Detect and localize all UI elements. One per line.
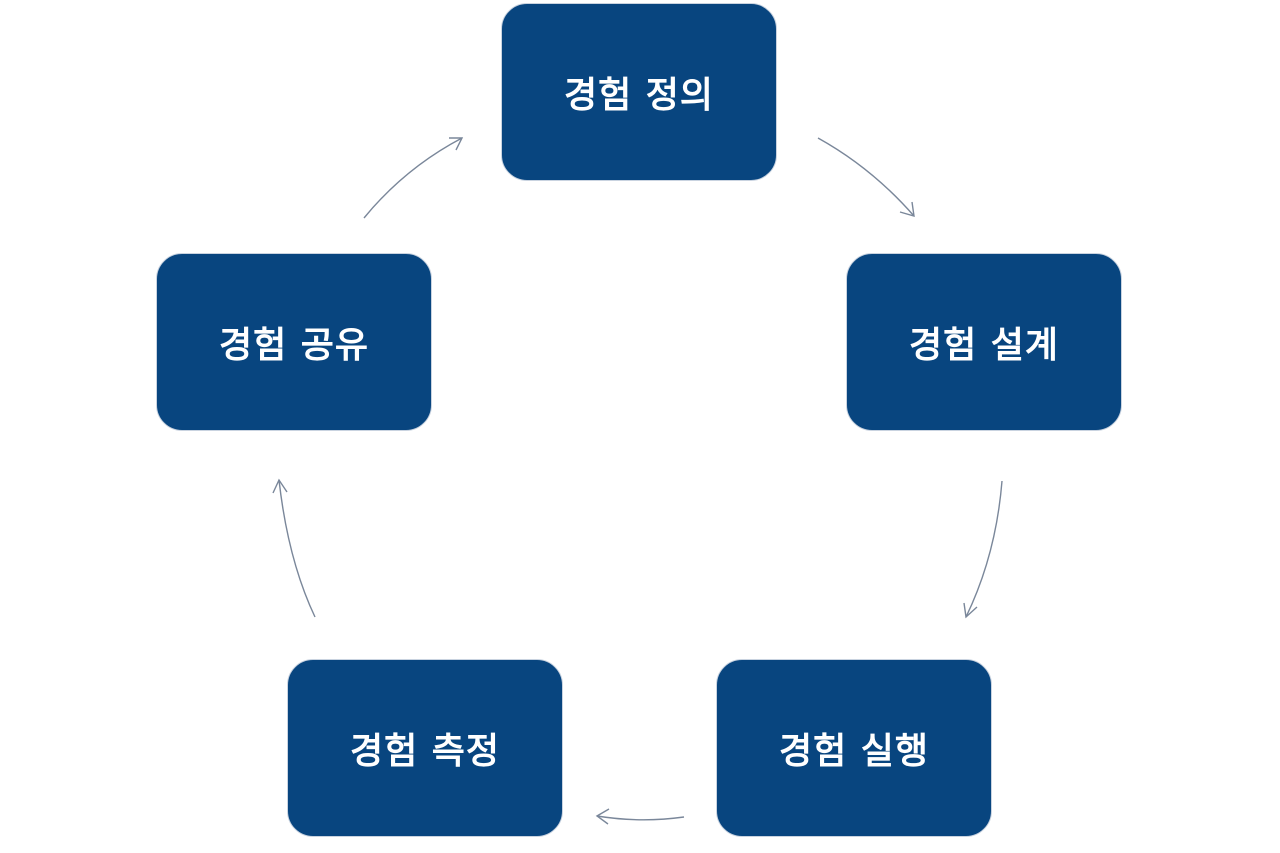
- arrow-execute-to-measure: [596, 815, 685, 821]
- step-measure-box: 경험 측정: [287, 659, 563, 837]
- step-execute-label: 경험 실행: [778, 731, 929, 772]
- step-define-box: 경험 정의: [501, 3, 777, 181]
- step-share-box: 경험 공유: [156, 253, 432, 431]
- arrowhead-execute-to-measure: [595, 808, 610, 825]
- step-design-label: 경험 설계: [908, 325, 1059, 366]
- arrow-design-to-execute: [965, 480, 1003, 618]
- step-design-box: 경험 설계: [846, 253, 1122, 431]
- arrowhead-define-to-design: [899, 201, 915, 217]
- arrowhead-design-to-execute: [963, 602, 978, 619]
- step-measure-label: 경험 측정: [349, 731, 500, 772]
- arrow-share-to-define: [363, 137, 463, 219]
- arrowhead-share-to-define: [449, 137, 464, 151]
- step-share-label: 경험 공유: [218, 325, 369, 366]
- arrow-measure-to-share: [278, 479, 316, 618]
- arrowhead-measure-to-share: [272, 478, 288, 494]
- step-execute-box: 경험 실행: [716, 659, 992, 837]
- step-define-label: 경험 정의: [563, 75, 714, 116]
- arrow-define-to-design: [817, 137, 915, 217]
